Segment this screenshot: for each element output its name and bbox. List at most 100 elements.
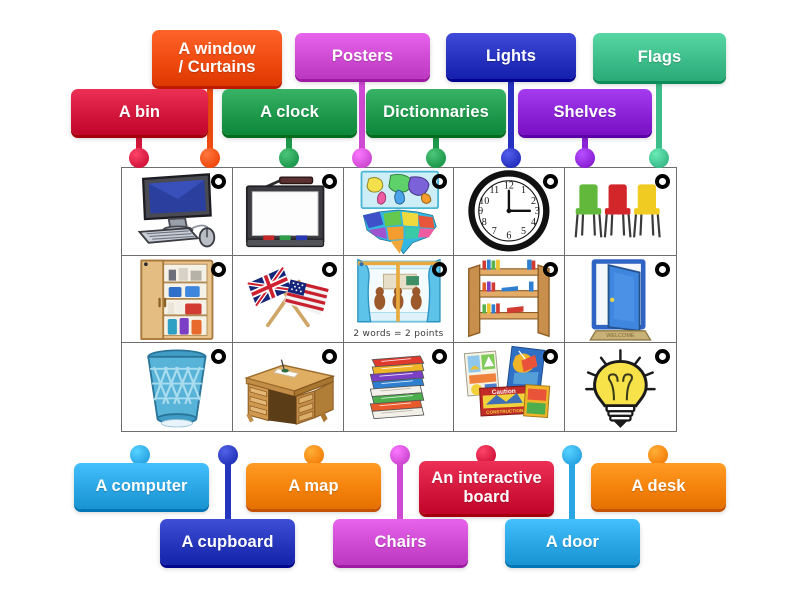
cell-bin[interactable] bbox=[122, 343, 233, 431]
pin-knob[interactable] bbox=[390, 445, 410, 465]
drop-target-ring[interactable] bbox=[321, 261, 337, 277]
label-a-computer[interactable]: A computer bbox=[74, 463, 209, 509]
connector-pin-flags[interactable] bbox=[649, 81, 669, 168]
connector-pin-a-clock[interactable] bbox=[279, 135, 299, 168]
drop-target-ring[interactable] bbox=[321, 349, 337, 365]
connector-pin-chairs[interactable] bbox=[390, 445, 410, 539]
pin-stem bbox=[656, 81, 662, 158]
whiteboard-illustration bbox=[245, 176, 325, 248]
pin-knob[interactable] bbox=[200, 148, 220, 168]
pin-knob[interactable] bbox=[304, 445, 324, 465]
label-text: A window/ Curtains bbox=[178, 39, 256, 76]
label-text: Posters bbox=[331, 46, 394, 65]
svg-text:4: 4 bbox=[531, 217, 536, 228]
connector-pin-posters[interactable] bbox=[352, 79, 372, 168]
connector-pin-a-bin[interactable] bbox=[129, 135, 149, 168]
drop-target-ring[interactable] bbox=[210, 261, 226, 277]
connector-pin-shelves[interactable] bbox=[575, 135, 595, 168]
chairs-illustration bbox=[574, 184, 661, 238]
svg-text:2: 2 bbox=[531, 196, 536, 207]
cell-dictionaries[interactable] bbox=[344, 343, 455, 431]
pin-stem bbox=[225, 455, 231, 539]
pin-stem bbox=[397, 455, 403, 539]
connector-pin-a-window-curtains[interactable] bbox=[200, 86, 220, 168]
cell-door[interactable]: WELCOME bbox=[565, 256, 676, 344]
cell-computer[interactable] bbox=[122, 168, 233, 256]
cell-desk[interactable] bbox=[233, 343, 344, 431]
label-a-bin[interactable]: A bin bbox=[71, 89, 208, 135]
pin-stem bbox=[569, 455, 575, 539]
desk-illustration bbox=[243, 359, 336, 426]
label-a-desk[interactable]: A desk bbox=[591, 463, 726, 509]
label-text: Dictionnaries bbox=[383, 102, 489, 121]
pin-knob[interactable] bbox=[129, 148, 149, 168]
drop-target-ring[interactable] bbox=[543, 261, 559, 277]
cell-window[interactable]: 2 words = 2 points bbox=[343, 255, 455, 344]
drop-target-ring[interactable] bbox=[543, 174, 559, 189]
label-shelves[interactable]: Shelves bbox=[518, 89, 652, 135]
cell-maps[interactable] bbox=[343, 168, 455, 256]
drop-target-ring[interactable] bbox=[432, 174, 448, 189]
pin-knob[interactable] bbox=[426, 148, 446, 168]
svg-text:6: 6 bbox=[507, 231, 512, 242]
cell-flags[interactable] bbox=[232, 255, 344, 344]
cell-clock[interactable]: 12 1 2 3 4 5 6 7 8 9 10 11 bbox=[454, 168, 566, 256]
cell-interactive-board[interactable] bbox=[232, 168, 344, 256]
label-text: A cupboard bbox=[181, 532, 274, 551]
label-a-clock[interactable]: A clock bbox=[222, 89, 357, 135]
svg-text:7: 7 bbox=[492, 226, 497, 237]
label-text: A map bbox=[288, 476, 339, 495]
pin-knob[interactable] bbox=[476, 445, 496, 465]
pin-knob[interactable] bbox=[648, 445, 668, 465]
label-text: Chairs bbox=[374, 532, 427, 551]
flags-illustration bbox=[247, 265, 329, 327]
cell-cupboard[interactable] bbox=[122, 255, 233, 344]
label-a-window-curtains[interactable]: A window/ Curtains bbox=[152, 30, 282, 86]
drop-target-ring[interactable] bbox=[543, 349, 559, 365]
pin-knob[interactable] bbox=[501, 148, 521, 168]
cell-posters[interactable]: Caution CONSTRUCTION bbox=[454, 343, 566, 431]
pin-knob[interactable] bbox=[218, 445, 238, 465]
label-chairs[interactable]: Chairs bbox=[333, 519, 468, 565]
svg-text:1: 1 bbox=[521, 185, 526, 196]
drop-target-ring[interactable] bbox=[432, 349, 448, 365]
pin-knob[interactable] bbox=[130, 445, 150, 465]
drop-target-ring[interactable] bbox=[432, 261, 448, 277]
pin-stem bbox=[286, 135, 292, 158]
pin-stem bbox=[359, 79, 365, 158]
drop-target-ring[interactable] bbox=[655, 261, 670, 277]
cell-shelves[interactable] bbox=[454, 255, 566, 344]
label-a-map[interactable]: A map bbox=[246, 463, 381, 509]
drop-target-ring[interactable] bbox=[321, 174, 337, 189]
pin-knob[interactable] bbox=[562, 445, 582, 465]
pin-stem bbox=[433, 135, 439, 158]
connector-pin-dictionnaries[interactable] bbox=[426, 135, 446, 168]
drop-target-ring[interactable] bbox=[655, 174, 670, 189]
label-dictionnaries[interactable]: Dictionnaries bbox=[366, 89, 506, 135]
pin-stem bbox=[508, 79, 514, 158]
drop-target-ring[interactable] bbox=[655, 349, 670, 365]
connector-pin-lights[interactable] bbox=[501, 79, 521, 168]
label-lights[interactable]: Lights bbox=[446, 33, 576, 79]
connector-pin-a-cupboard[interactable] bbox=[218, 445, 238, 539]
pin-knob[interactable] bbox=[649, 148, 669, 168]
label-posters[interactable]: Posters bbox=[295, 33, 430, 79]
pin-stem bbox=[582, 135, 588, 158]
pin-knob[interactable] bbox=[575, 148, 595, 168]
connector-pin-a-door[interactable] bbox=[562, 445, 582, 539]
drop-target-ring[interactable] bbox=[210, 349, 226, 365]
cell-light[interactable] bbox=[565, 343, 676, 431]
label-a-cupboard[interactable]: A cupboard bbox=[160, 519, 295, 565]
svg-text:5: 5 bbox=[521, 226, 526, 237]
pin-knob[interactable] bbox=[279, 148, 299, 168]
cell-chairs[interactable] bbox=[565, 168, 676, 256]
label-a-door[interactable]: A door bbox=[505, 519, 640, 565]
svg-text:12: 12 bbox=[504, 181, 514, 192]
svg-text:WELCOME: WELCOME bbox=[606, 333, 635, 339]
drop-target-ring[interactable] bbox=[210, 174, 226, 189]
label-flags[interactable]: Flags bbox=[593, 33, 726, 81]
label-text: A door bbox=[545, 532, 600, 551]
pin-knob[interactable] bbox=[352, 148, 372, 168]
